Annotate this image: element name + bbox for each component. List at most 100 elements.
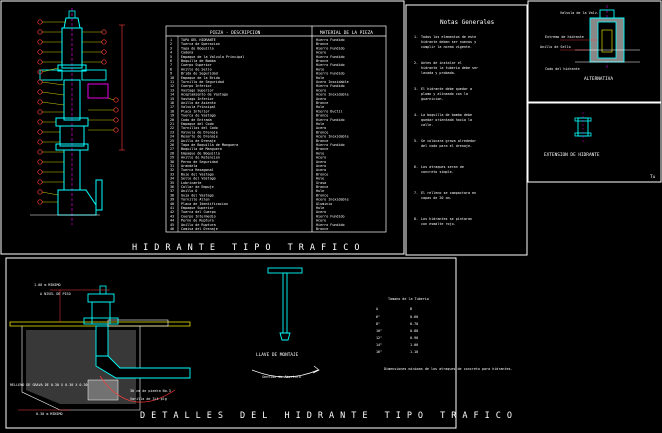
table-cell-mat: Hierro Fundido bbox=[316, 55, 345, 59]
small-table-cell: 0.60 bbox=[410, 315, 418, 319]
table-cell-n: 19 bbox=[170, 114, 174, 118]
table-cell-desc: Anillo de Asiento bbox=[181, 101, 216, 105]
extension-label: EXTENSION DE HIDRANTE bbox=[544, 152, 600, 158]
table-cell-desc: Buje del Vastago bbox=[181, 172, 214, 176]
table-cell-n: 33 bbox=[170, 172, 174, 176]
small-table-h1: A bbox=[376, 307, 378, 311]
table-cell-desc: Camisa del Drenaje bbox=[181, 227, 218, 231]
table-cell-desc: Placa Inferior bbox=[181, 109, 210, 113]
table-cell-mat: Hule bbox=[316, 76, 324, 80]
table-cell-desc: Sello del Vastago bbox=[181, 177, 216, 181]
table-cell-desc: Boquilla de Manguera bbox=[181, 147, 222, 151]
table-cell-n: 34 bbox=[170, 177, 174, 181]
table-cell-desc: Anillo de Ruptura bbox=[181, 223, 216, 227]
table-cell-desc: Perno de Ruptura bbox=[181, 219, 214, 223]
panel-detalles bbox=[5, 257, 457, 429]
table-cell-mat: Hierro Fundido bbox=[316, 63, 345, 67]
table-cell-desc: Anillo de Sello bbox=[181, 67, 212, 71]
table-cell-desc: Tapa de Boquilla bbox=[181, 46, 214, 50]
notes-panel: Notas Generales 1.Todos los elementos de… bbox=[414, 19, 495, 226]
table-cell-desc: Tornillo de Seguridad bbox=[181, 80, 224, 84]
table-cell-mat: Acero Inoxidable bbox=[316, 135, 349, 139]
notes-title: Notas Generales bbox=[440, 19, 495, 26]
small-table-title: Tamano de la Tuberia bbox=[388, 297, 429, 301]
table-cell-desc: Cuerpo Inferior bbox=[181, 84, 212, 88]
alternativa-callout-4: Codo del hidrante bbox=[545, 67, 580, 71]
table-cell-mat: Hierro Fundido bbox=[316, 143, 345, 147]
small-table-cell: 6" bbox=[376, 315, 380, 319]
table-cell-desc: Perno de Seguridad bbox=[181, 160, 218, 164]
table-cell-mat: Bronce bbox=[316, 114, 328, 118]
table-cell-desc: Valvula de Drenaje bbox=[181, 130, 218, 134]
table-cell-desc: Empaque de Boquilla bbox=[181, 151, 220, 155]
table-cell-desc: Empaque del Codo bbox=[181, 122, 214, 126]
table-cell-desc: Arandela bbox=[181, 164, 197, 168]
table-cell-mat: Hierro Fundido bbox=[316, 223, 345, 227]
table-cell-n: 12 bbox=[170, 84, 174, 88]
table-cell-desc: Collar de Empuje bbox=[181, 185, 214, 189]
panel-hidrante bbox=[0, 0, 405, 255]
table-header-piece: PIEZA - DESCRIPCION bbox=[210, 30, 261, 36]
table-cell-desc: Tuerca Hexagonal bbox=[181, 168, 214, 172]
note-number: 6. bbox=[414, 165, 418, 169]
table-cell-mat: Bronce bbox=[316, 227, 328, 231]
left-callouts bbox=[37, 19, 43, 205]
table-cell-mat: Hule bbox=[316, 122, 324, 126]
note-number: 1. bbox=[414, 35, 418, 39]
table-cell-n: 9 bbox=[170, 72, 172, 76]
table-cell-desc: Guia del Vastago bbox=[181, 193, 214, 197]
table-cell-n: 27 bbox=[170, 147, 174, 151]
table-cell-mat: Bronce bbox=[316, 130, 328, 134]
extension-drawing: EXTENSION DE HIDRANTE bbox=[544, 112, 600, 158]
table-cell-n: 37 bbox=[170, 189, 174, 193]
note-number: 5. bbox=[414, 139, 418, 143]
table-cell-desc: Boquilla de Bomba bbox=[181, 59, 216, 63]
table-cell-desc: Anillo de Retencion bbox=[181, 156, 220, 160]
table-cell-desc: Cuerpo Superior bbox=[181, 63, 212, 67]
parts-table: PIEZA - DESCRIPCION MATERIAL DE LA PIEZA… bbox=[165, 25, 387, 233]
table-cell-mat: Bronce bbox=[316, 185, 328, 189]
table-cell-n: 25 bbox=[170, 139, 174, 143]
table-cell-mat: Acero bbox=[316, 51, 326, 55]
table-cell-mat: Bronce bbox=[316, 193, 328, 197]
table-cell-n: 8 bbox=[170, 67, 172, 71]
sentido-label: Sentido de Abertura bbox=[262, 375, 301, 379]
small-table-cell: 0.80 bbox=[410, 329, 418, 333]
table-cell-n: 43 bbox=[170, 214, 174, 218]
table-cell-mat: Bronce bbox=[316, 147, 328, 151]
dim-top: 1.00 m MINIMO bbox=[34, 283, 61, 287]
table-cell-n: 10 bbox=[170, 76, 174, 80]
table-cell-desc: Cadena bbox=[181, 51, 193, 55]
note-number: 8. bbox=[414, 217, 418, 221]
table-cell-mat: Bronce bbox=[316, 139, 328, 143]
tu-label: Tu bbox=[650, 174, 656, 180]
table-cell-desc: Acoplamiento de Vastago bbox=[181, 93, 228, 97]
small-table-cell: 0.70 bbox=[410, 322, 418, 326]
table-cell-n: 31 bbox=[170, 164, 174, 168]
table-cell-n: 21 bbox=[170, 122, 174, 126]
table-cell-desc: Anillo de Drenaje bbox=[181, 139, 216, 143]
dim-bottom: 0.30 m MINIMO bbox=[36, 412, 63, 416]
small-table-h2: B bbox=[410, 307, 412, 311]
small-table-cell: 0.90 bbox=[410, 336, 418, 340]
panel-notas bbox=[405, 4, 528, 256]
alternativa-label: ALTERNATIVA bbox=[584, 76, 613, 82]
panel-alternativa bbox=[527, 0, 662, 103]
table-cell-desc: Anillo O bbox=[181, 189, 197, 193]
table-cell-mat: Acero bbox=[316, 156, 326, 160]
table-cell-mat: Acero bbox=[316, 168, 326, 172]
table-cell-n: 14 bbox=[170, 93, 174, 97]
table-cell-n: 13 bbox=[170, 88, 174, 92]
relleno-label: RELLENO DE GRAVA DE 0.30 X 0.30 X 0.30 bbox=[10, 383, 88, 387]
table-cell-mat: Grasa bbox=[316, 181, 326, 185]
note-number: 7. bbox=[414, 191, 418, 195]
table-cell-n: 18 bbox=[170, 109, 174, 113]
table-cell-n: 30 bbox=[170, 160, 174, 164]
alternativa-callout-2: Extremo de hidrante bbox=[545, 35, 584, 39]
note-number: 4. bbox=[414, 113, 418, 117]
